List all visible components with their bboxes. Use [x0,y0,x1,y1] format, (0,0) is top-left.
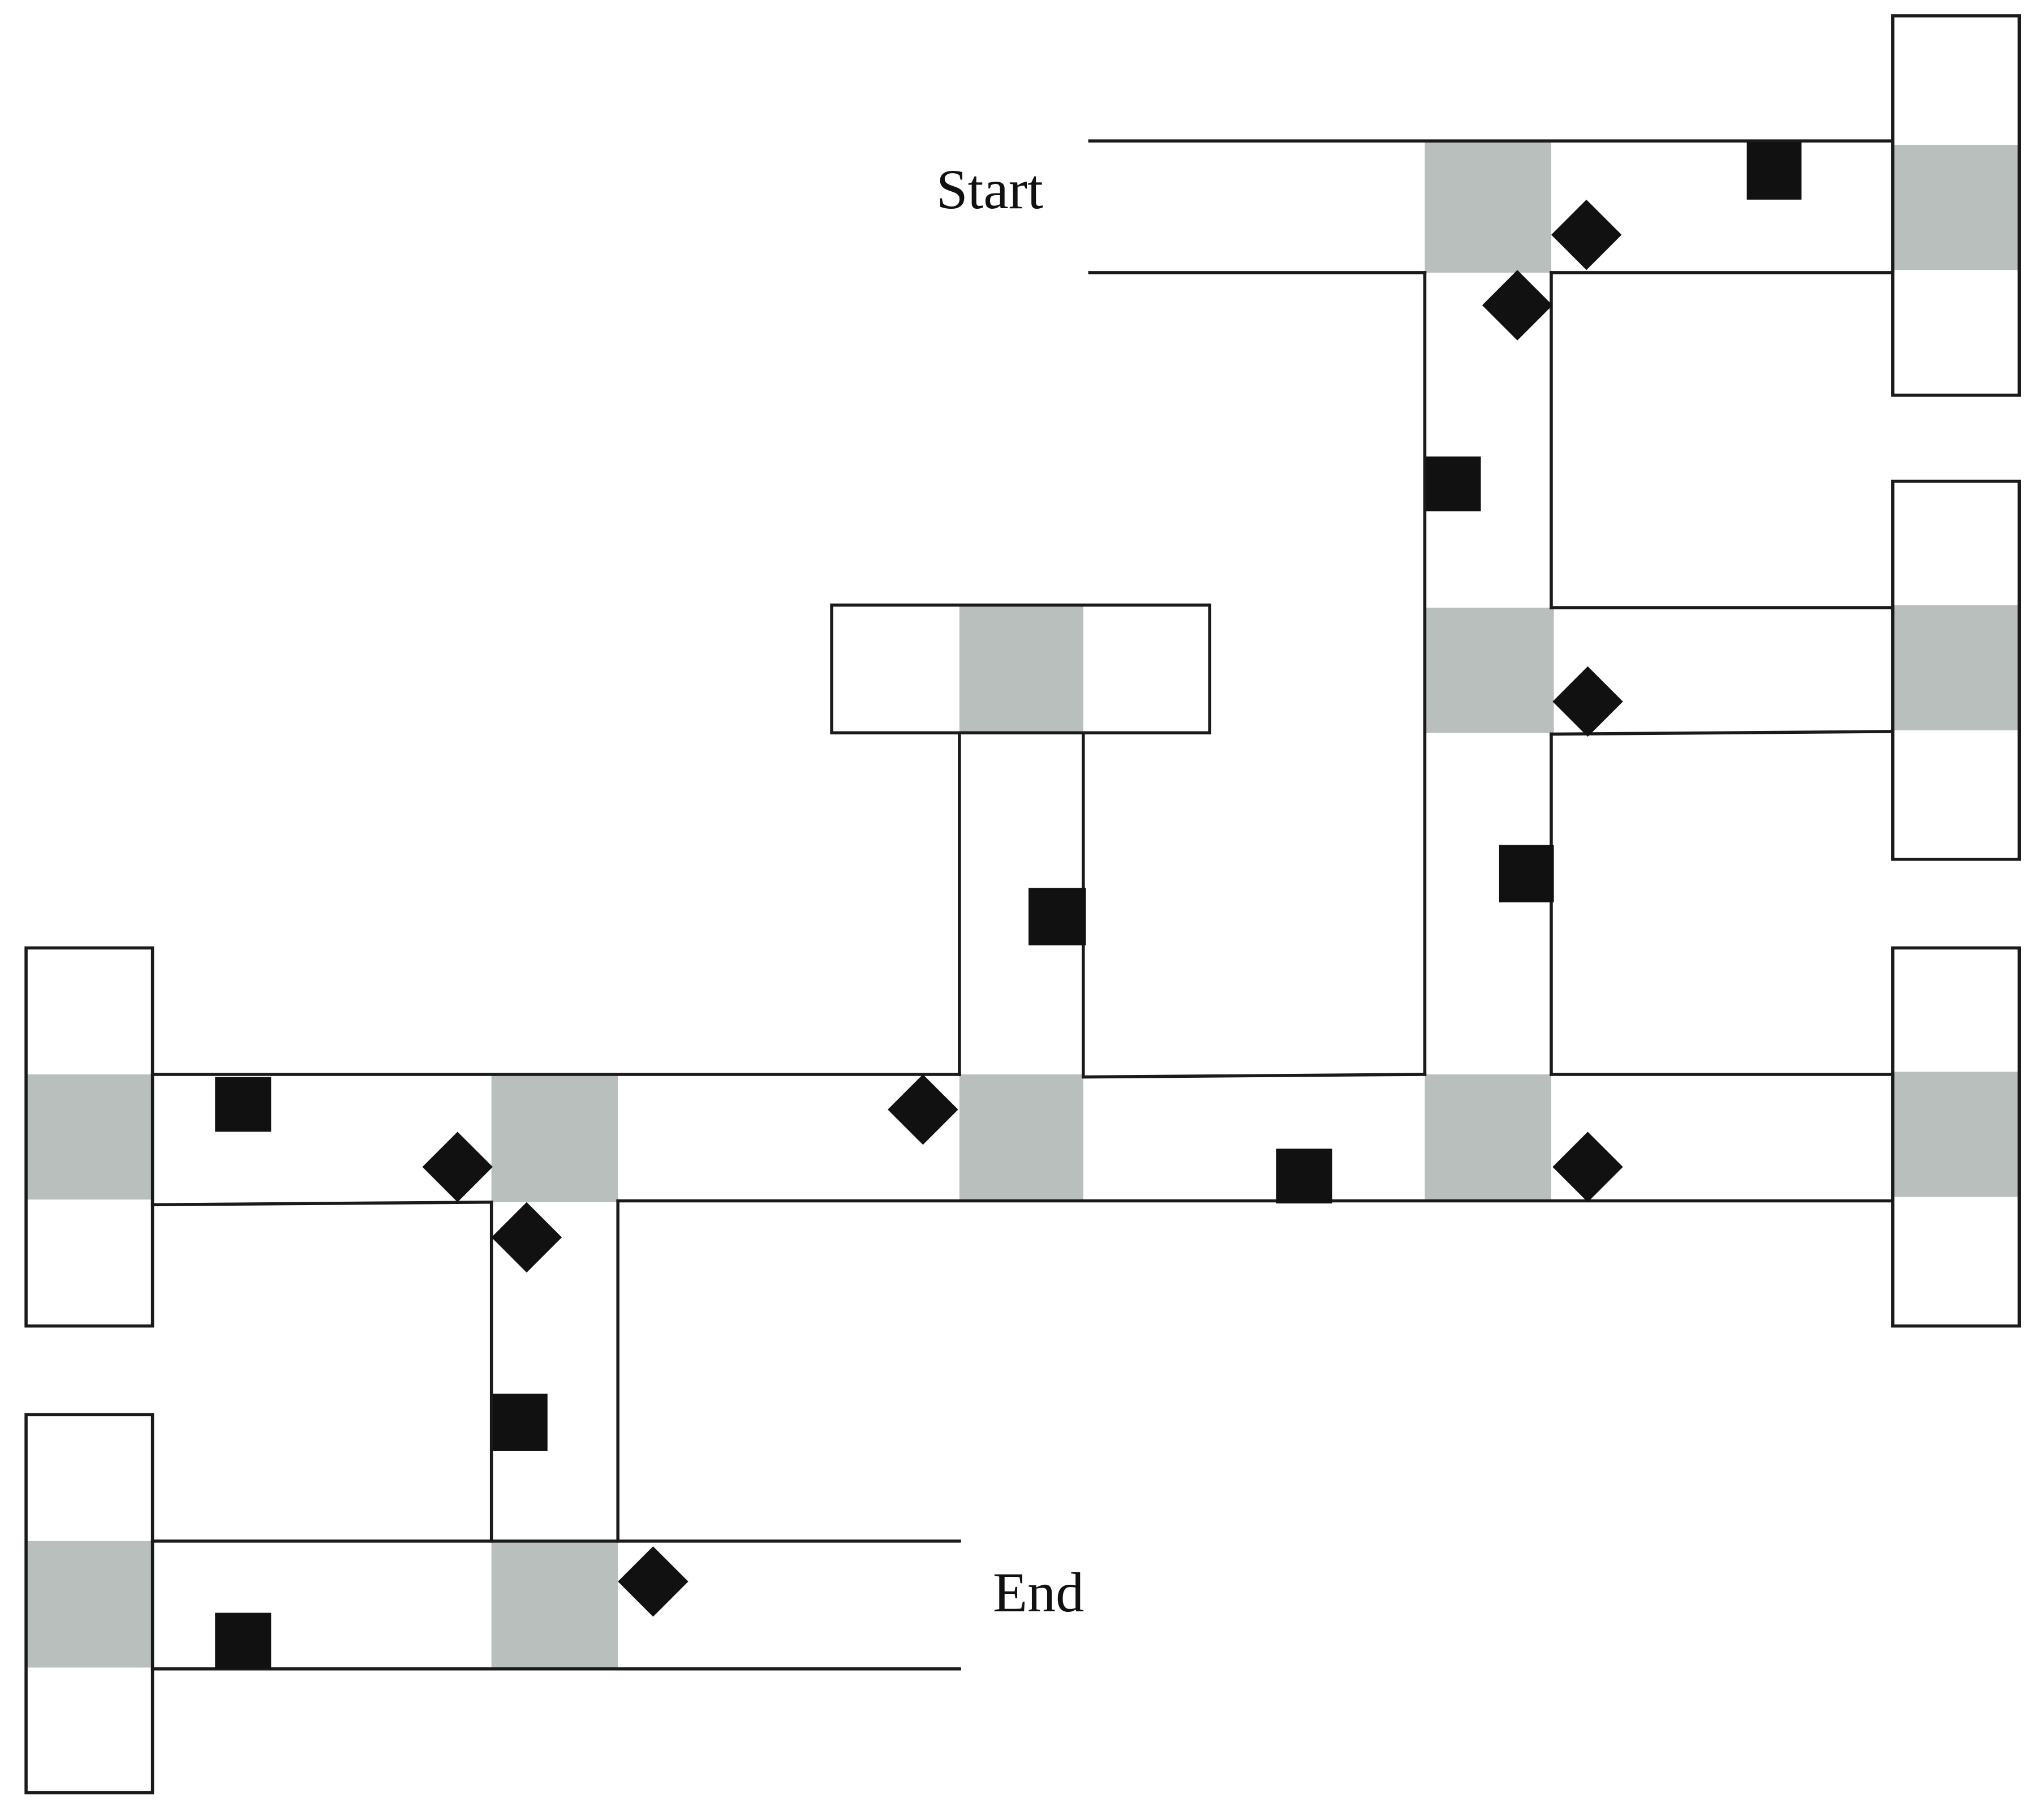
diamond-marker [1552,666,1623,737]
diamond-marker [491,1202,562,1273]
diamond-marker [618,1546,688,1617]
cell-start-junction [1425,142,1552,273]
square-marker [1426,456,1481,511]
start-label: Start [936,158,1043,221]
square-marker [492,1394,548,1451]
cell-mid-right [1892,605,2020,730]
square-marker [1746,142,1802,200]
cell-tcap-top [959,605,1083,733]
cell-junction-b [959,1074,1083,1202]
cell-top-right [1892,145,2020,270]
diamond-marker [1552,1132,1623,1202]
diamond-marker [888,1074,958,1145]
cell-junction-c [1425,1074,1552,1200]
cell-junction-d [491,1541,618,1668]
square-markers [215,142,1802,1669]
intersection-cells [26,142,2020,1668]
square-marker [215,1612,272,1669]
cell-left-main [26,1074,153,1200]
corridor-walls [24,14,2021,1795]
cell-mid-right-junction [1426,608,1554,733]
cell-junction-a [491,1074,618,1202]
square-marker [1499,845,1554,902]
diamond-marker [422,1132,493,1202]
square-marker [1029,888,1086,945]
cell-right-main [1892,1072,2020,1197]
diamond-marker [1551,199,1622,270]
cell-left-bottom [26,1541,153,1668]
diamond-markers [422,199,1623,1617]
end-label: End [993,1561,1085,1624]
square-marker [1276,1149,1332,1204]
diamond-marker [1482,270,1553,341]
square-marker [215,1077,272,1132]
